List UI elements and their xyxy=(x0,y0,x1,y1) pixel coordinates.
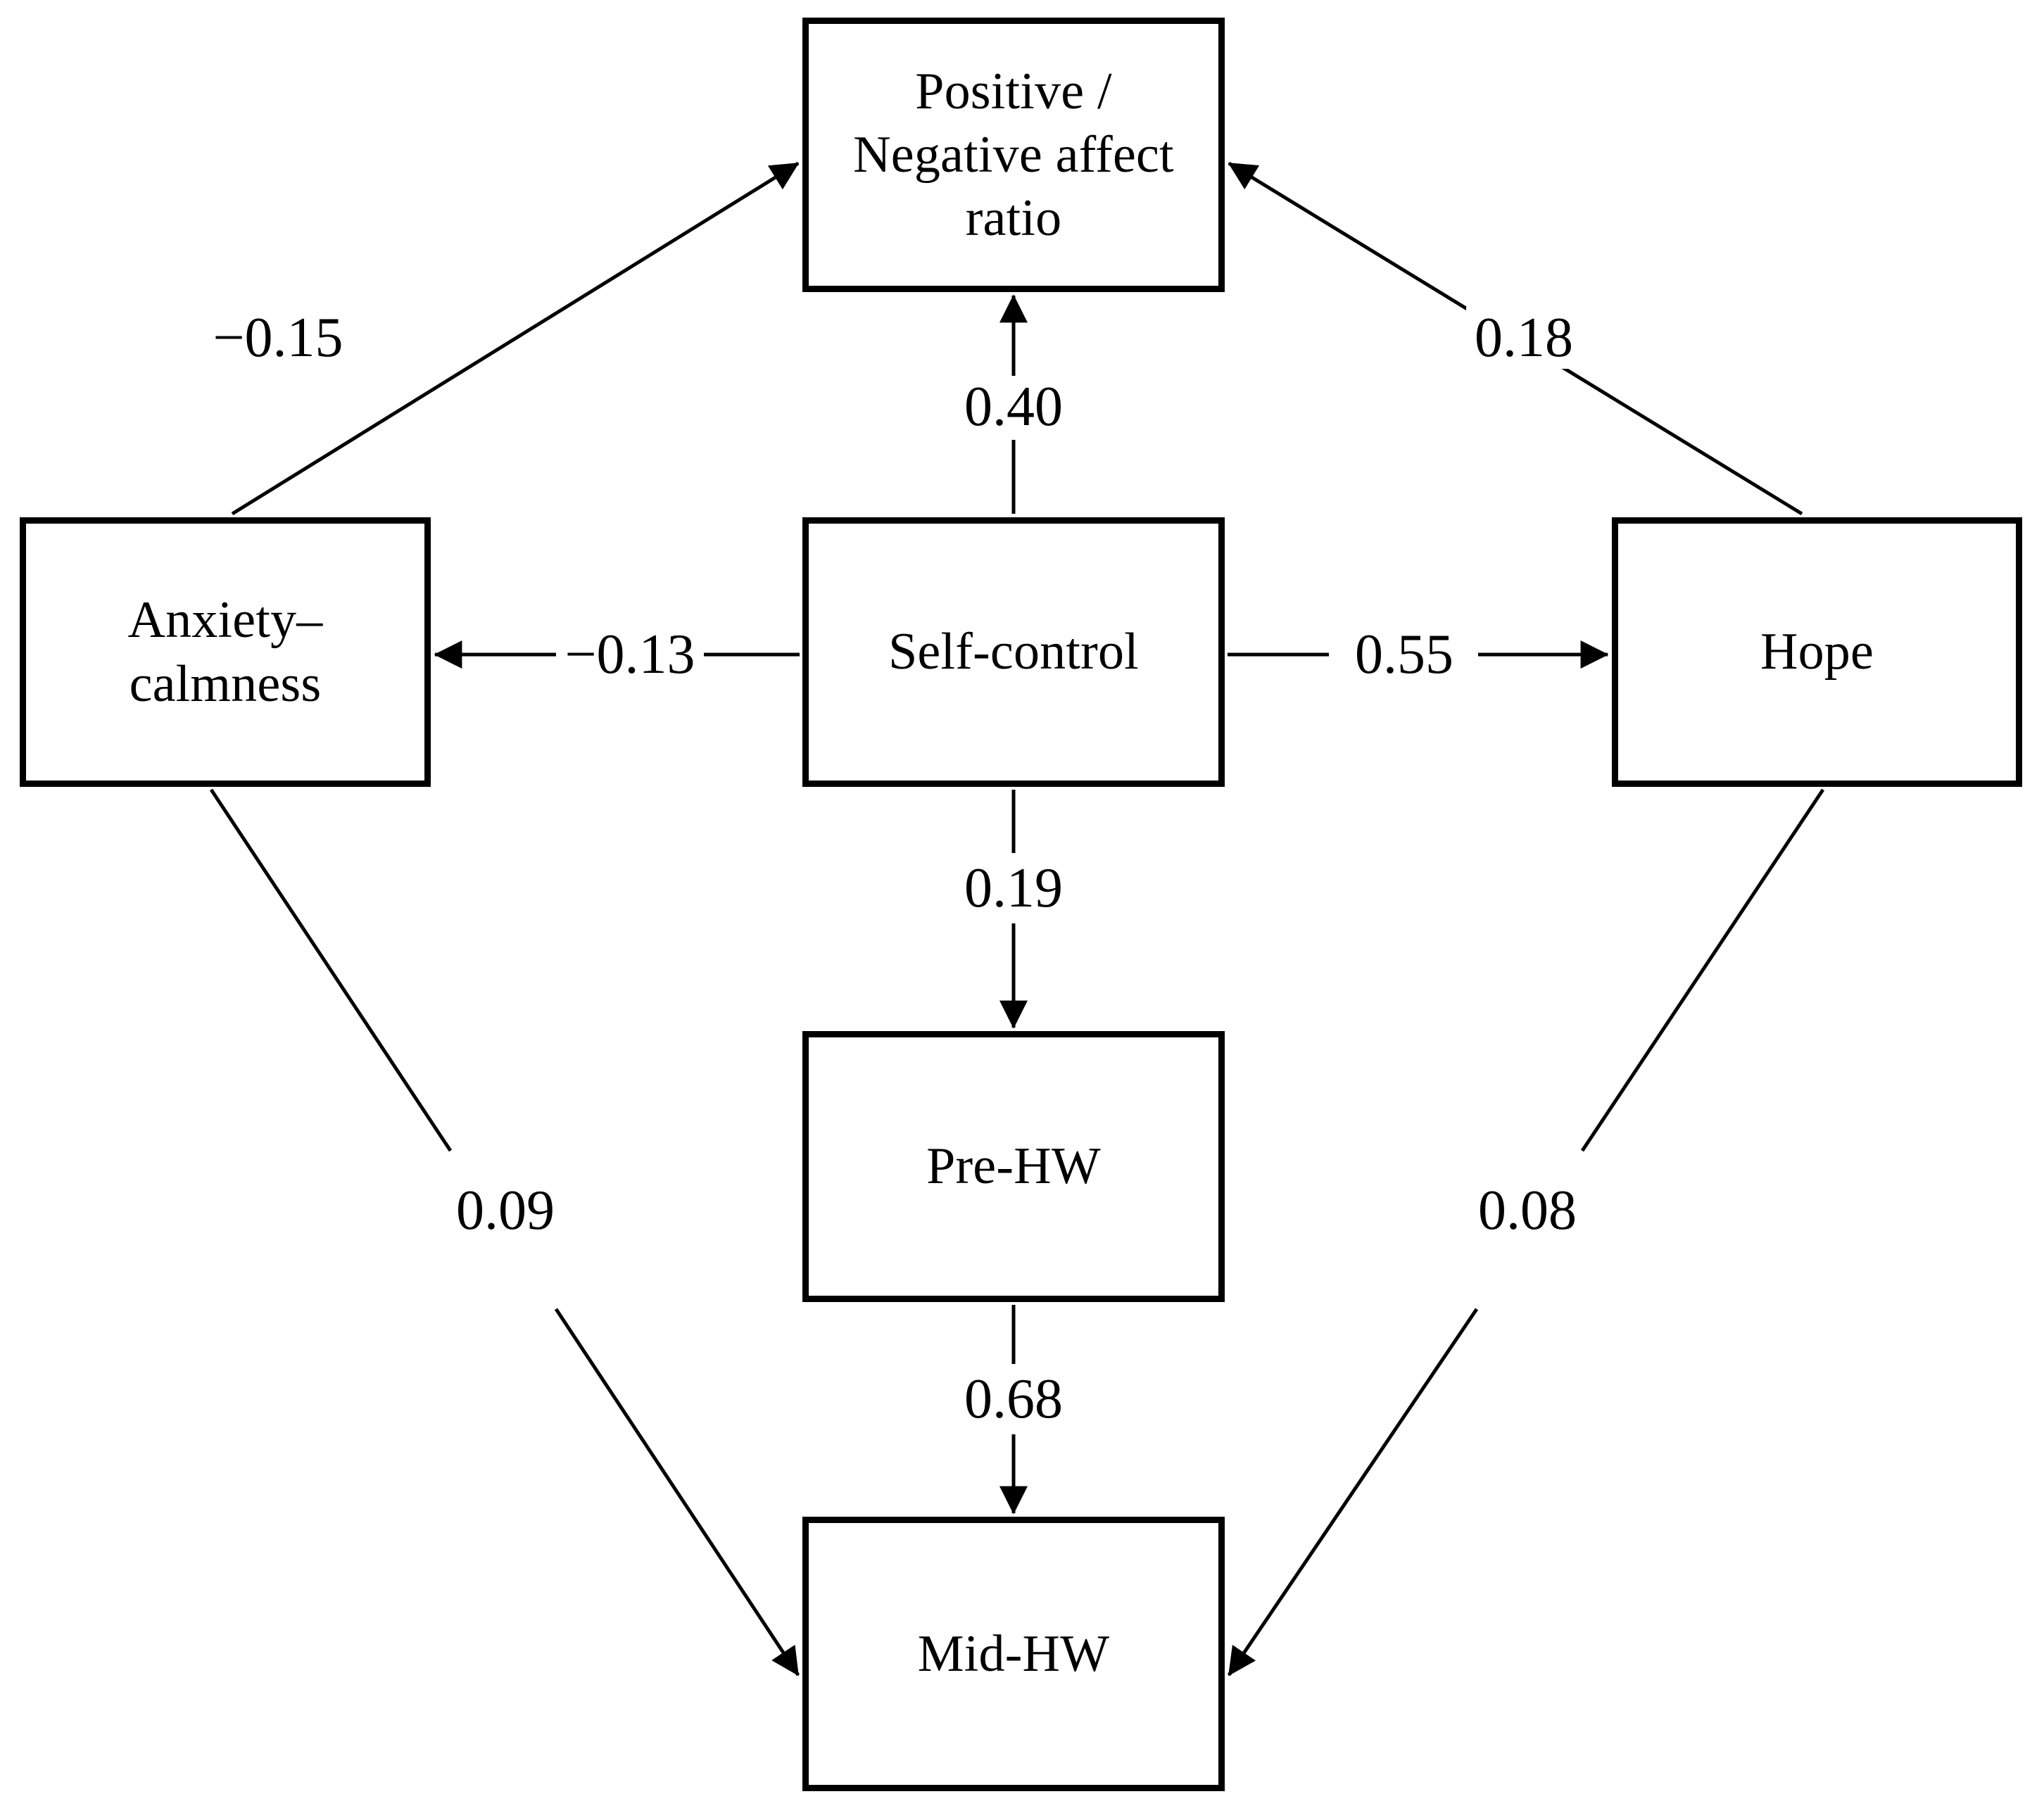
edge-hope-to-midhw-upper xyxy=(1580,788,1825,1152)
node-label-self-control: Self-control xyxy=(888,623,1139,681)
edge-label-selfcontrol-to-prehw: 0.19 xyxy=(956,857,1071,919)
edge-label-anxiety-to-midhw: 0.09 xyxy=(448,1180,563,1242)
edge-label-selfcontrol-to-anxiety: −0.13 xyxy=(556,624,704,686)
node-label-pre-hw: Pre-HW xyxy=(926,1137,1101,1196)
edge-label-prehw-to-midhw: 0.68 xyxy=(956,1368,1071,1430)
node-label-affect: Positive / Negative affect ratio xyxy=(853,62,1174,248)
node-label-hope: Hope xyxy=(1760,623,1874,681)
node-anxiety-calmness[interactable]: Anxiety– calmness xyxy=(20,517,431,787)
node-hope[interactable]: Hope xyxy=(1612,517,2022,787)
node-self-control[interactable]: Self-control xyxy=(802,517,1225,787)
edge-label-hope-to-affect: 0.18 xyxy=(1466,307,1582,369)
edge-anxiety-to-midhw-upper xyxy=(209,788,453,1152)
edge-label-selfcontrol-to-hope: 0.55 xyxy=(1346,624,1462,686)
edge-anxiety-to-midhw-lower xyxy=(554,1308,800,1676)
node-label-mid-hw: Mid-HW xyxy=(917,1624,1110,1683)
edge-anxiety-to-affect xyxy=(231,161,800,516)
node-mid-hw[interactable]: Mid-HW xyxy=(802,1517,1225,1791)
node-label-anxiety: Anxiety– calmness xyxy=(127,591,323,713)
edge-label-anxiety-to-affect: −0.15 xyxy=(204,307,352,369)
edge-hope-to-midhw-lower xyxy=(1227,1308,1479,1676)
node-pre-hw[interactable]: Pre-HW xyxy=(802,1031,1225,1302)
edge-label-selfcontrol-to-affect: 0.40 xyxy=(956,376,1071,438)
node-positive-negative-affect-ratio[interactable]: Positive / Negative affect ratio xyxy=(802,18,1225,292)
edge-label-hope-to-midhw: 0.08 xyxy=(1470,1180,1585,1242)
